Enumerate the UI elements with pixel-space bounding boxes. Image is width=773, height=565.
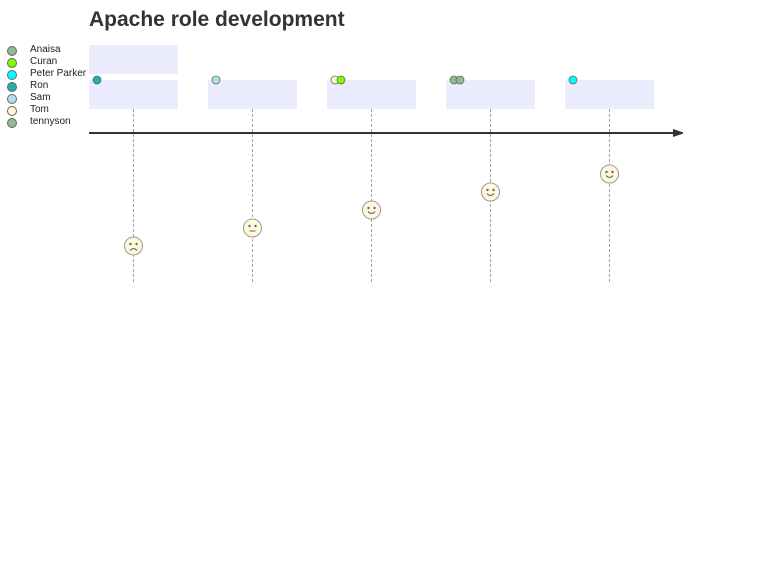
face-outline [243, 218, 262, 238]
actor-dot-icon [336, 75, 346, 85]
legend-label: Curan [30, 56, 58, 67]
actor-dot-icon [211, 75, 221, 85]
legend-label: Sam [30, 92, 51, 103]
actor-dot-icon [7, 46, 17, 56]
happy-face-icon [600, 164, 619, 184]
legend-item-peter-parker: Peter Parker [7, 68, 97, 81]
tasks-layer [89, 75, 654, 282]
legend-label: Anaisa [30, 44, 61, 55]
task-box [565, 80, 654, 109]
task [327, 75, 416, 282]
legend-item-ron: Ron [7, 80, 97, 93]
face-mouth [486, 193, 495, 196]
legend-label: Ron [30, 80, 49, 91]
face-eye [373, 206, 376, 210]
actor-dot-icon [7, 118, 17, 128]
task [208, 75, 297, 282]
legend-label: tennyson [30, 116, 71, 127]
face-eye [492, 188, 495, 192]
face-outline [481, 182, 500, 202]
face-outline [124, 236, 143, 256]
task-box [208, 80, 297, 109]
task [446, 75, 535, 282]
legend-item-sam: Sam [7, 92, 97, 105]
legend-item-tennyson: tennyson [7, 116, 97, 129]
section-box [89, 45, 178, 74]
face-mouth [367, 211, 376, 214]
face-outline [362, 200, 381, 220]
face-eye [486, 188, 489, 192]
legend-item-tom: Tom [7, 104, 97, 117]
actor-dot-icon [7, 70, 17, 80]
task-box [446, 80, 535, 109]
legend-label: Peter Parker [30, 68, 87, 79]
sections-layer [89, 45, 178, 74]
face-mouth [129, 248, 138, 251]
face-eye [611, 170, 614, 174]
actor-dot-icon [92, 75, 102, 85]
task [89, 75, 178, 282]
sad-face-icon [124, 236, 143, 256]
diagram-title: Apache role development [89, 8, 345, 31]
face-eye [254, 224, 257, 228]
actor-dot-icon [7, 106, 17, 116]
face-eye [367, 206, 370, 210]
face-outline [600, 164, 619, 184]
actor-dot-icon [7, 94, 17, 104]
face-mouth [605, 175, 614, 178]
face-eye [605, 170, 608, 174]
face-eye [135, 242, 138, 246]
task-box [89, 80, 178, 109]
neutral-face-icon [243, 218, 262, 238]
actor-dot-icon [568, 75, 578, 85]
task-box [327, 80, 416, 109]
actor-dot-icon [7, 58, 17, 68]
actor-legend: Anaisa Curan Peter Parker Ron Sam Tom te… [0, 0, 90, 130]
task [565, 75, 654, 282]
legend-item-curan: Curan [7, 56, 97, 69]
legend-item-anaisa: Anaisa [7, 44, 97, 57]
legend-label: Tom [30, 104, 49, 115]
happy-face-icon [362, 200, 381, 220]
actor-dot-icon [455, 75, 465, 85]
happy-face-icon [481, 182, 500, 202]
face-eye [248, 224, 251, 228]
actor-dot-icon [7, 82, 17, 92]
face-eye [129, 242, 132, 246]
